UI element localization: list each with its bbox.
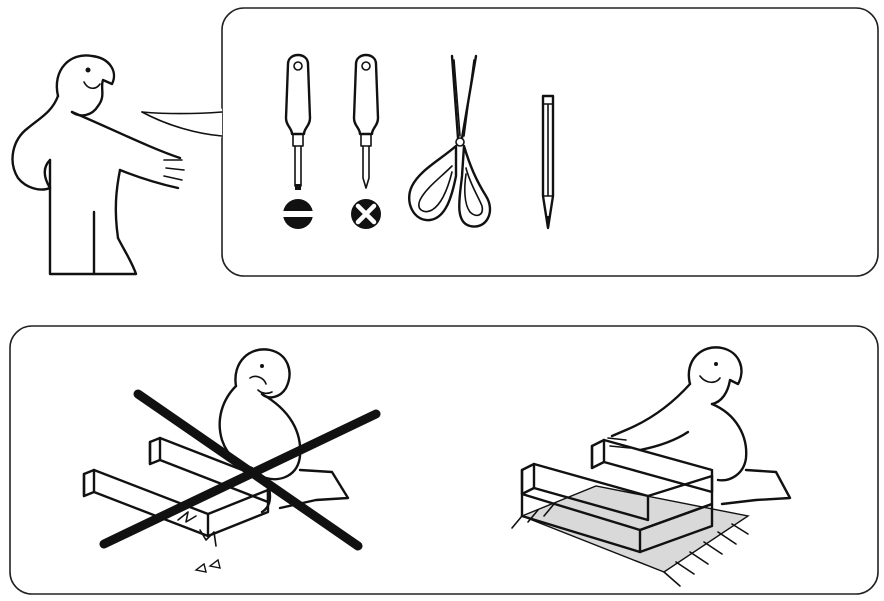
- happy-figure: [607, 346, 792, 506]
- board-frame-left: [82, 436, 270, 573]
- flathead-symbol-icon: [282, 199, 314, 229]
- incorrect-example: [82, 348, 381, 573]
- pencil-icon: [541, 94, 555, 230]
- scissors-icon: [407, 54, 492, 228]
- phillips-screwdriver-icon: [352, 53, 380, 189]
- bottom-panel-frame: [9, 325, 879, 595]
- incorrect-x-mark: [99, 389, 381, 551]
- standing-figure: [11, 54, 185, 276]
- phillips-symbol-icon: [351, 199, 381, 229]
- board-frame-right: [520, 438, 714, 554]
- speech-bubble-panel: [221, 7, 879, 277]
- top-panel: [11, 7, 879, 277]
- bubble-tail-lower: [141, 111, 223, 137]
- flathead-screwdriver-icon: [284, 53, 312, 190]
- correct-example: [511, 346, 792, 587]
- bubble-tail-upper: [141, 111, 223, 115]
- bottom-panel: [9, 325, 879, 595]
- worried-figure: [218, 348, 350, 514]
